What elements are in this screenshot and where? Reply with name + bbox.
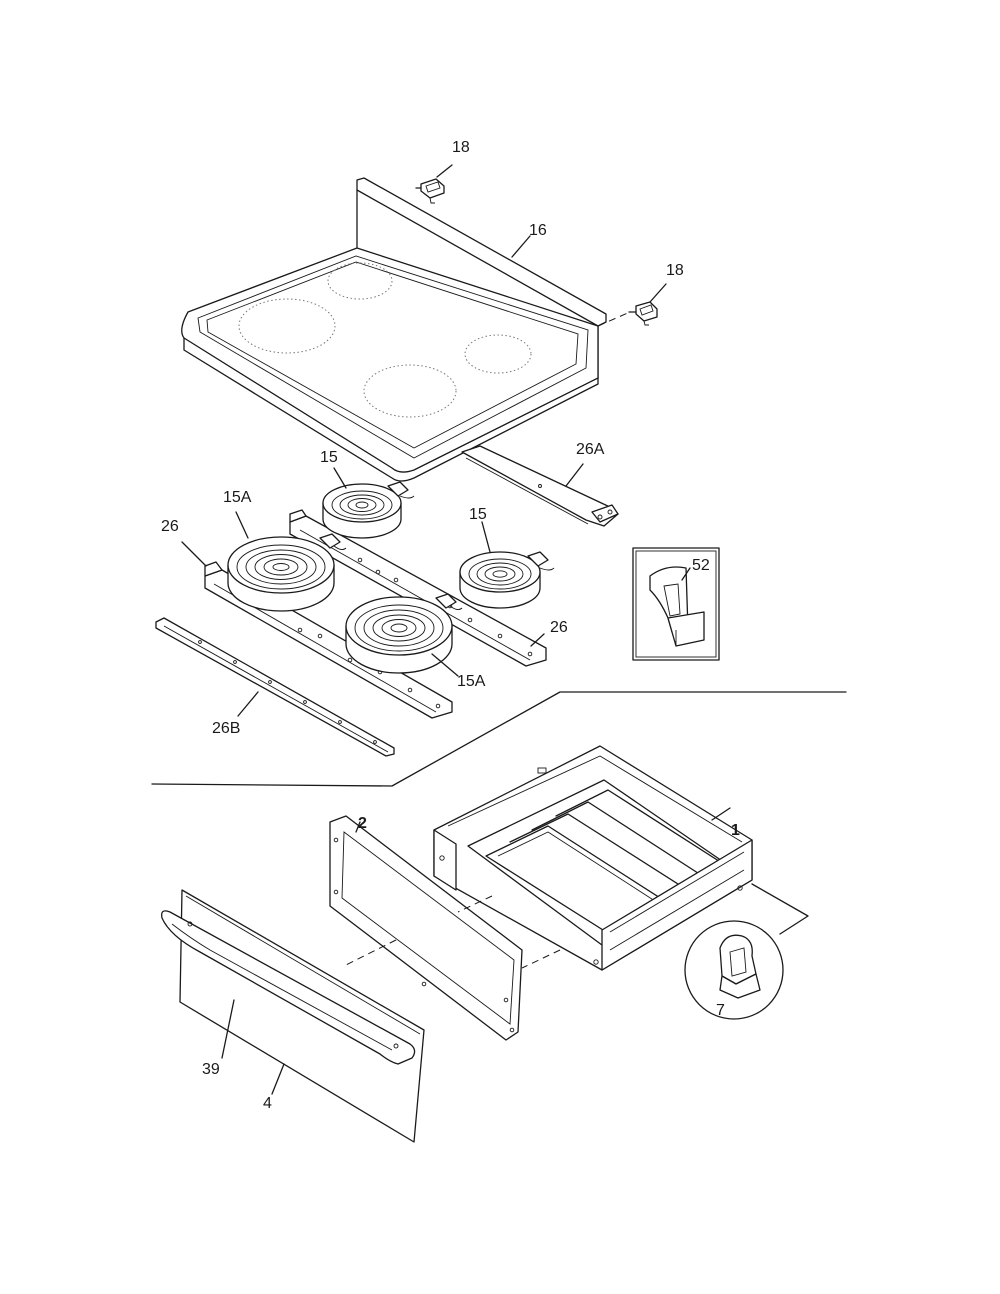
- leader-15-a: [333, 467, 347, 489]
- door-liner-frame: [329, 815, 523, 1041]
- callout-4: 4: [263, 1095, 272, 1112]
- detail-circle-7: [684, 920, 784, 1020]
- callout-26-left: 26: [161, 518, 179, 535]
- callout-2: 2: [358, 815, 367, 832]
- leader-26-b: [530, 633, 545, 647]
- callout-52: 52: [692, 557, 710, 574]
- mounting-clip-left: [415, 178, 445, 204]
- leader-52: [681, 567, 691, 581]
- leader-26a: [565, 463, 584, 487]
- leader-18-b: [649, 283, 667, 303]
- leader-26b: [237, 691, 259, 717]
- assembly-line-b: [521, 949, 561, 969]
- leader-39: [221, 999, 235, 1059]
- callout-39: 39: [202, 1061, 220, 1078]
- leader-18-a: [436, 164, 453, 178]
- callout-15a-left: 15A: [223, 489, 252, 506]
- detail-leader-7: [751, 883, 809, 935]
- rear-bracket-26a: [461, 445, 619, 527]
- mounting-clip-right: [597, 301, 658, 327]
- surface-element-small-rear: [322, 481, 415, 539]
- surface-element-small-right: [459, 551, 555, 609]
- assembly-line-a: [457, 895, 493, 913]
- surface-element-large-front: [345, 593, 463, 674]
- surface-element-large-left: [227, 533, 347, 612]
- leader-4: [271, 1063, 285, 1095]
- leader-16: [511, 235, 531, 258]
- drawer-handle: [161, 910, 416, 1065]
- front-trim-26b: [155, 617, 395, 757]
- leader-26-a: [181, 541, 207, 567]
- callout-15a-front: 15A: [457, 673, 486, 690]
- cooktop-glass-top: [181, 177, 607, 482]
- callout-26a: 26A: [576, 441, 605, 458]
- leader-15a-a: [235, 511, 249, 539]
- leader-15-b: [481, 521, 491, 553]
- burner-support-bracket-right: [289, 509, 547, 667]
- callout-7: 7: [716, 1002, 725, 1019]
- assembly-line-c: [343, 939, 397, 967]
- callout-26-right: 26: [550, 619, 568, 636]
- callout-18-top: 18: [452, 139, 470, 156]
- callout-15-rear: 15: [320, 449, 338, 466]
- callout-18-right: 18: [666, 262, 684, 279]
- leader-15a-b: [431, 653, 459, 677]
- callout-16: 16: [529, 222, 547, 239]
- leader-2: [355, 821, 361, 833]
- inset-box-52: [632, 547, 720, 661]
- callout-1: 1: [731, 822, 740, 839]
- leader-1: [711, 807, 731, 821]
- callout-26b: 26B: [212, 720, 240, 737]
- section-divider: [151, 691, 847, 787]
- warmer-drawer-box: [433, 745, 753, 971]
- callout-15-right: 15: [469, 506, 487, 523]
